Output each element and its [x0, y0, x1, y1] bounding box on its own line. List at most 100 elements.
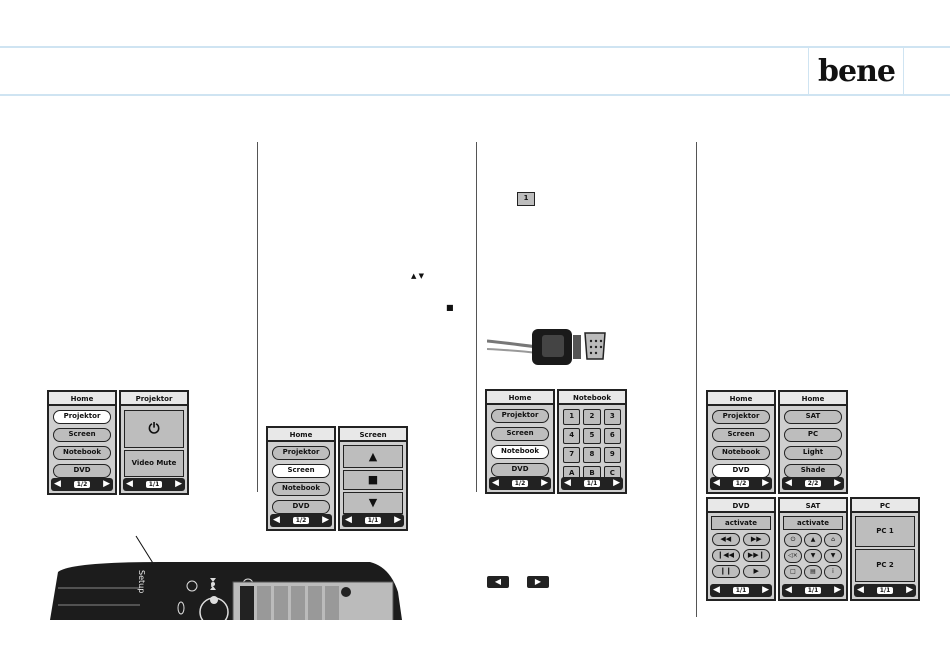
prev-page-icon[interactable]: ◀: [857, 585, 864, 595]
prev-page-icon[interactable]: ◀: [564, 478, 571, 488]
notebook-key-5[interactable]: 5: [583, 428, 601, 444]
menu-shade[interactable]: Shade: [784, 464, 842, 478]
notebook-key-2[interactable]: 2: [583, 409, 601, 425]
menu-pc[interactable]: PC: [784, 428, 842, 442]
next-page-icon[interactable]: ▶: [906, 585, 913, 595]
prev-page-icon[interactable]: ◀: [713, 585, 720, 595]
menu-dvd[interactable]: DVD: [272, 500, 330, 514]
screen-title: Home: [268, 428, 334, 442]
screen-down-button[interactable]: ▼: [343, 492, 403, 514]
video-mute-button[interactable]: Video Mute: [124, 450, 184, 477]
screen-title: DVD: [708, 499, 774, 513]
channel-home-icon[interactable]: ⌂: [824, 533, 842, 547]
prev-page-icon[interactable]: ◀: [273, 515, 280, 525]
pause-button[interactable]: ❙❙: [712, 565, 740, 578]
previous-chapter-button[interactable]: ❙◀◀: [712, 549, 740, 562]
next-chapter-button[interactable]: ▶▶❙: [742, 549, 770, 562]
pc-1-button[interactable]: PC 1: [855, 516, 915, 547]
fast-forward-button[interactable]: ▶▶: [742, 533, 770, 546]
power-icon[interactable]: ⏻: [784, 533, 802, 547]
menu-notebook[interactable]: Notebook: [712, 446, 770, 460]
menu-notebook[interactable]: Notebook: [491, 445, 549, 459]
next-page-icon[interactable]: ▶: [322, 515, 329, 525]
prev-page-icon[interactable]: ◀: [54, 479, 61, 489]
menu-projektor[interactable]: Projektor: [491, 409, 549, 423]
home-screen-4: Home Projektor Screen Notebook DVD ◀ 1/2…: [706, 390, 776, 494]
notebook-key-label: 1: [523, 194, 529, 202]
prev-page-icon[interactable]: ◀: [492, 478, 499, 488]
menu-screen[interactable]: Screen: [491, 427, 549, 441]
menu-dvd[interactable]: DVD: [53, 464, 111, 478]
notebook-key-6[interactable]: 6: [603, 428, 621, 444]
page-indicator: 1/1: [364, 517, 382, 524]
next-page-icon[interactable]: ▶: [103, 479, 110, 489]
screen-title: Projektor: [121, 392, 187, 406]
screen-title: PC: [852, 499, 918, 513]
page-nav: ◀ 1/1 ▶: [561, 477, 623, 490]
menu-light[interactable]: Light: [784, 446, 842, 460]
notebook-key-1[interactable]: 1: [563, 409, 581, 425]
prev-page-icon[interactable]: ◀: [785, 478, 792, 488]
menu-screen[interactable]: Screen: [712, 428, 770, 442]
channel-down-icon[interactable]: ▼: [824, 549, 842, 563]
notebook-key-4[interactable]: 4: [563, 428, 581, 444]
aspect-icon[interactable]: □: [784, 565, 802, 579]
prev-page-icon[interactable]: ◀: [126, 479, 133, 489]
pc-2-button[interactable]: PC 2: [855, 549, 915, 582]
volume-down-icon[interactable]: ▼: [804, 549, 822, 563]
prev-page-icon[interactable]: ◀: [785, 585, 792, 595]
info-icon[interactable]: i: [824, 565, 842, 579]
notebook-key-8[interactable]: 8: [583, 447, 601, 463]
home-screen-5: Home SAT PC Light Shade ◀ 2/2 ▶: [778, 390, 848, 494]
menu-notebook[interactable]: Notebook: [272, 482, 330, 496]
page-indicator: 1/2: [292, 517, 310, 524]
notebook-screen: Notebook 1 2 3 4 5 6 7 8 9 A B C ◀ 1/1 ▶: [557, 389, 627, 494]
rewind-button[interactable]: ◀◀: [712, 533, 740, 546]
notebook-key-icon: 1: [517, 192, 535, 206]
menu-projektor[interactable]: Projektor: [53, 410, 111, 424]
menu-dvd[interactable]: DVD: [491, 463, 549, 477]
menu-sat[interactable]: SAT: [784, 410, 842, 424]
dvd-controls-row-1: ◀◀ ▶▶: [712, 533, 770, 546]
menu-screen[interactable]: Screen: [53, 428, 111, 442]
page-indicator: 1/1: [583, 480, 601, 487]
page-nav: ◀ 1/1 ▶: [782, 584, 844, 597]
notebook-key-7[interactable]: 7: [563, 447, 581, 463]
screen-up-button[interactable]: ▲: [343, 445, 403, 468]
menu-dvd[interactable]: DVD: [712, 464, 770, 478]
menu-projektor[interactable]: Projektor: [272, 446, 330, 460]
screen-title: Home: [780, 392, 846, 406]
menu-screen[interactable]: Screen: [272, 464, 330, 478]
column-divider-2: [476, 142, 477, 492]
screen-stop-button[interactable]: ■: [343, 470, 403, 490]
next-page-icon[interactable]: ▶: [394, 515, 401, 525]
next-page-icon[interactable]: ▶: [762, 478, 769, 488]
home-screen-2: Home Projektor Screen Notebook DVD ◀ 1/2…: [266, 426, 336, 531]
notebook-key-9[interactable]: 9: [603, 447, 621, 463]
sat-screen: SAT activate ⏻ ▲ ⌂ ◁× ▼ ▼ □ ▤ i ◀ 1/1 ▶: [778, 497, 848, 601]
teletext-icon[interactable]: ▤: [804, 565, 822, 579]
page-nav: ◀ 1/2 ▶: [270, 514, 332, 527]
mute-icon[interactable]: ◁×: [784, 549, 802, 563]
notebook-key-3[interactable]: 3: [603, 409, 621, 425]
menu-notebook[interactable]: Notebook: [53, 446, 111, 460]
prev-page-icon[interactable]: ◀: [713, 478, 720, 488]
next-page-icon[interactable]: ▶: [541, 478, 548, 488]
play-button[interactable]: ▶: [742, 565, 770, 578]
dvd-activate-button[interactable]: activate: [711, 516, 771, 530]
power-button[interactable]: ⏻: [124, 410, 184, 448]
vga-cable-illustration: [487, 329, 606, 365]
next-page-icon[interactable]: ▶: [613, 478, 620, 488]
channel-up-icon[interactable]: ▲: [804, 533, 822, 547]
page-indicator: 1/2: [732, 480, 750, 487]
sat-activate-button[interactable]: activate: [783, 516, 843, 530]
menu-projektor[interactable]: Projektor: [712, 410, 770, 424]
sat-controls-row-3: □ ▤ i: [784, 565, 842, 579]
next-page-icon[interactable]: ▶: [175, 479, 182, 489]
next-page-icon[interactable]: ▶: [834, 478, 841, 488]
page-nav: ◀ 1/2 ▶: [489, 477, 551, 490]
header-line-bottom: [0, 94, 950, 96]
next-page-icon[interactable]: ▶: [762, 585, 769, 595]
prev-page-icon[interactable]: ◀: [345, 515, 352, 525]
next-page-icon[interactable]: ▶: [834, 585, 841, 595]
